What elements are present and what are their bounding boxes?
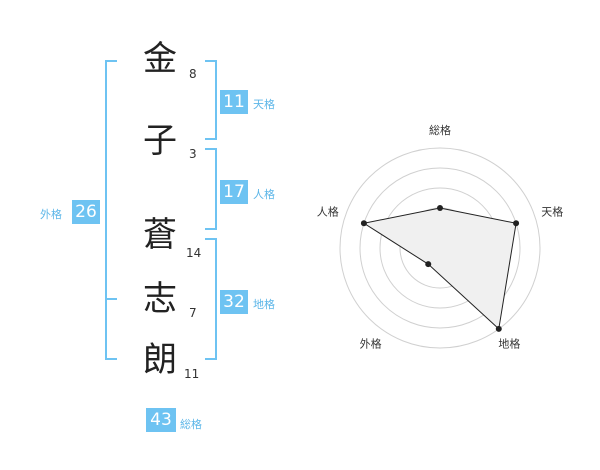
radar-point-2 <box>513 220 520 227</box>
radar-axis-label-5: 人格 <box>317 205 339 219</box>
jinkaku-bracket-vertical <box>215 148 217 230</box>
name-char-1: 金 <box>143 39 177 79</box>
stroke-count-4: 7 <box>189 306 197 320</box>
tenkaku-label: 天格 <box>253 98 275 111</box>
name-char-4: 志 <box>143 279 177 319</box>
radar-axis-label-1: 総格 <box>429 123 451 137</box>
name-char-2: 子 <box>143 121 177 161</box>
chikaku-bracket-vertical <box>215 238 217 360</box>
radar-point-1 <box>437 205 443 211</box>
jinkaku-label: 人格 <box>253 188 275 201</box>
stroke-count-1: 8 <box>189 67 197 81</box>
radar-axis-label-2: 天格 <box>541 205 563 219</box>
gaikaku-value: 26 <box>72 200 100 224</box>
radar-axis-label-4: 外格 <box>360 336 382 350</box>
radar-point-4 <box>425 261 432 268</box>
radar-data-area <box>362 207 517 330</box>
radar-axis-label-3: 地格 <box>498 336 520 350</box>
soukaku-value: 43 <box>146 408 176 432</box>
radar-ring <box>359 167 521 329</box>
radar-point-5 <box>360 220 367 227</box>
chikaku-value: 32 <box>220 290 248 314</box>
gaikaku-label: 外格 <box>40 208 62 221</box>
stroke-count-5: 11 <box>184 367 200 381</box>
stroke-count-2: 3 <box>189 147 197 161</box>
gaikaku-bracket-mid <box>105 298 117 300</box>
name-char-3: 蒼 <box>143 215 177 255</box>
jinkaku-value: 17 <box>220 180 248 204</box>
chikaku-bracket-bottom <box>205 358 217 360</box>
radar-point-3 <box>495 325 502 332</box>
radar-data-points <box>360 205 520 332</box>
tenkaku-bracket-vertical <box>215 60 217 140</box>
chikaku-label: 地格 <box>253 298 275 311</box>
tenkaku-value: 11 <box>220 90 248 114</box>
gaikaku-bracket-vertical <box>105 60 107 360</box>
tenkaku-bracket-bottom <box>205 138 217 140</box>
jinkaku-bracket-bottom <box>205 228 217 230</box>
jinkaku-bracket-top <box>205 148 217 150</box>
chikaku-bracket-top <box>205 238 217 240</box>
name-char-5: 朗 <box>143 340 177 380</box>
radar-ring <box>339 147 541 349</box>
stroke-count-3: 14 <box>186 246 202 260</box>
soukaku-label: 総格 <box>180 418 202 431</box>
gaikaku-bracket-top <box>105 60 117 62</box>
gaikaku-bracket-bottom <box>105 358 117 360</box>
tenkaku-bracket-top <box>205 60 217 62</box>
